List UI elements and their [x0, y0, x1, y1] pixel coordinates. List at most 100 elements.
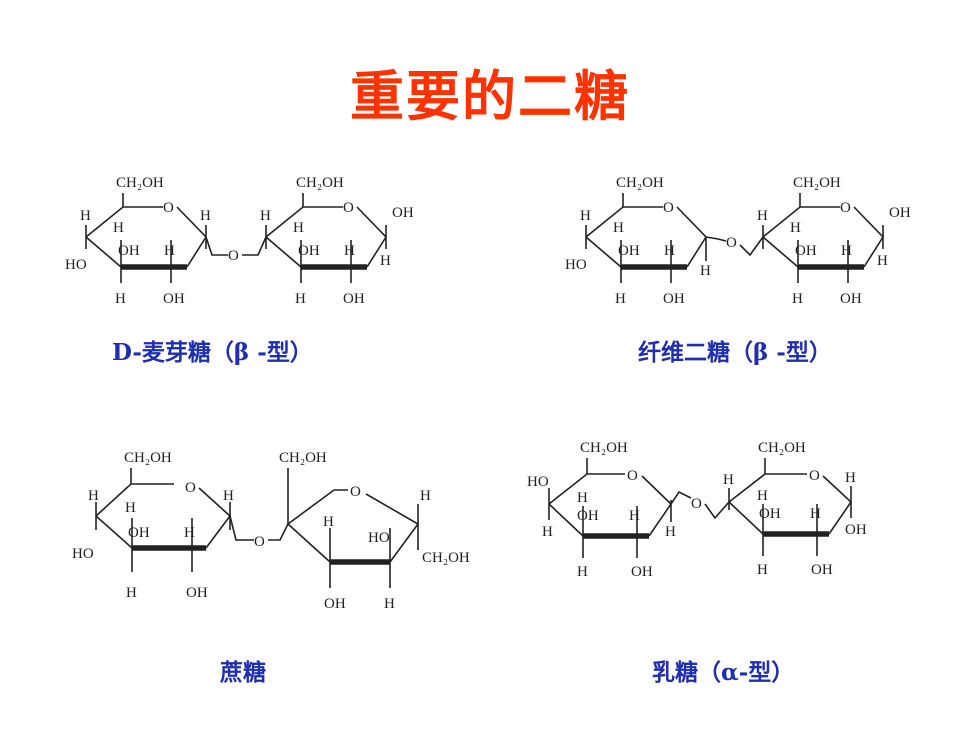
atom-label: H	[200, 208, 211, 224]
bond-line	[670, 490, 692, 505]
atom-label: CH₂OH	[580, 440, 628, 456]
atom-label: H	[344, 243, 355, 259]
atom-label: H	[184, 525, 195, 541]
glucose-ring-left: CH₂OH O H HO H H H OH H OH O	[65, 175, 267, 307]
glucose-ring-right: CH₂OH O H OH H H H OH H OH	[260, 175, 414, 307]
bond-line	[704, 501, 730, 520]
atom-label: OH	[392, 205, 414, 221]
atom-label: H	[757, 562, 768, 578]
sucrose-svg: CH₂OH O H HO H H OH H H OH O CH₂OH	[72, 450, 470, 612]
atom-label: OH	[845, 522, 867, 538]
atom-label: CH₂OH	[124, 450, 172, 466]
atom-label: OH	[811, 562, 833, 578]
atom-label: O	[185, 480, 196, 496]
sucrose-structure: CH₂OH O H HO H H OH H H OH O CH₂OH	[68, 432, 498, 612]
atom-label: OH	[618, 243, 640, 259]
bond-line	[705, 236, 727, 242]
atom-label: O	[663, 200, 674, 216]
atom-label: OH	[663, 291, 685, 307]
atom-label: CH₂OH	[422, 550, 470, 566]
glycosidic-oxygen: O	[691, 496, 702, 512]
atom-label: HO	[65, 257, 87, 273]
lactose-structure: CH₂OH O HO H H H OH H H OH O CH₂OH	[525, 430, 885, 590]
atom-label: H	[723, 472, 734, 488]
bond-line	[205, 236, 228, 256]
atom-label: H	[792, 291, 803, 307]
atom-label: H	[293, 220, 304, 236]
atom-label: H	[125, 500, 136, 516]
bond-line	[85, 206, 163, 238]
atom-label: H	[80, 208, 91, 224]
atom-label: H	[841, 243, 852, 259]
atom-label: OH	[795, 243, 817, 259]
atom-label: H	[757, 488, 768, 504]
atom-label: OH	[118, 243, 140, 259]
atom-label: HO	[565, 257, 587, 273]
bond-line	[95, 483, 174, 517]
bond-line	[242, 236, 267, 256]
atom-label: H	[845, 470, 856, 486]
bond-line	[548, 473, 625, 505]
bond-line	[95, 515, 133, 549]
atom-label: OH	[577, 508, 599, 524]
atom-label: H	[542, 524, 553, 540]
bond-line	[762, 206, 840, 238]
atom-label: CH₂OH	[793, 175, 841, 191]
bond-line	[739, 236, 764, 257]
atom-label: H	[113, 220, 124, 236]
maltose-structure: CH₂OH O H HO H H H OH H OH O	[60, 165, 420, 315]
atom-label: O	[343, 200, 354, 216]
glycosidic-oxygen: O	[228, 248, 239, 264]
cellobiose-svg: CH₂OH O H HO H H H OH H OH O CH₂OH	[565, 175, 911, 307]
atom-label: H	[580, 208, 591, 224]
fructose-ring: CH₂OH O H OH HO H H CH₂OH	[279, 450, 470, 612]
bond-line	[287, 523, 331, 563]
bond-line	[728, 501, 764, 535]
page-title: 重要的二糖	[350, 65, 630, 128]
atom-label: HO	[368, 530, 390, 546]
maltose-svg: CH₂OH O H HO H H H OH H OH O	[65, 175, 414, 307]
atom-label: H	[577, 564, 588, 580]
atom-label: CH₂OH	[279, 450, 327, 466]
atom-label: H	[577, 490, 588, 506]
atom-label: H	[88, 488, 99, 504]
glycosidic-oxygen: O	[726, 235, 737, 251]
atom-label: H	[323, 514, 334, 530]
atom-label: CH₂OH	[758, 440, 806, 456]
atom-label: OH	[631, 564, 653, 580]
atom-label: H	[223, 488, 234, 504]
atom-label: H	[877, 253, 888, 269]
atom-label: OH	[343, 291, 365, 307]
atom-label: OH	[128, 525, 150, 541]
bond-line	[365, 493, 420, 563]
lactose-svg: CH₂OH O HO H H H OH H H OH O CH₂OH	[527, 440, 867, 580]
atom-label: H	[790, 220, 801, 236]
atom-label: O	[627, 468, 638, 484]
caption-lactose: 乳糖（α-型）	[652, 659, 795, 686]
glucose-ring-left: CH₂OH O H HO H H H OH H OH O	[565, 175, 764, 307]
bond-line	[676, 206, 708, 268]
atom-label: OH	[186, 585, 208, 601]
caption-maltose: D-麦芽糖（β -型）	[112, 339, 313, 366]
bond-line	[548, 503, 584, 537]
atom-label: H	[126, 585, 137, 601]
ring-oxygen: O	[163, 200, 174, 216]
atom-label: H	[384, 596, 395, 612]
bond-line	[585, 236, 622, 268]
bond-line	[265, 206, 343, 238]
atom-label: H	[260, 208, 271, 224]
atom-label: H	[665, 524, 676, 540]
atom-label: OH	[889, 205, 911, 221]
atom-label: O	[350, 484, 361, 500]
atom-label: OH	[840, 291, 862, 307]
atom-label: H	[613, 220, 624, 236]
bond-line	[229, 515, 254, 541]
cellobiose-structure: CH₂OH O H HO H H H OH H OH O CH₂OH	[560, 165, 920, 315]
glucose-ring: CH₂OH O H HO H H OH H H OH O	[72, 450, 289, 601]
atom-label: H	[380, 253, 391, 269]
atom-label: H	[810, 506, 821, 522]
atom-label: OH	[163, 291, 185, 307]
atom-label: H	[757, 208, 768, 224]
glucose-ring-right: CH₂OH O H OH H H H OH H OH	[757, 175, 911, 307]
atom-label: H	[615, 291, 626, 307]
